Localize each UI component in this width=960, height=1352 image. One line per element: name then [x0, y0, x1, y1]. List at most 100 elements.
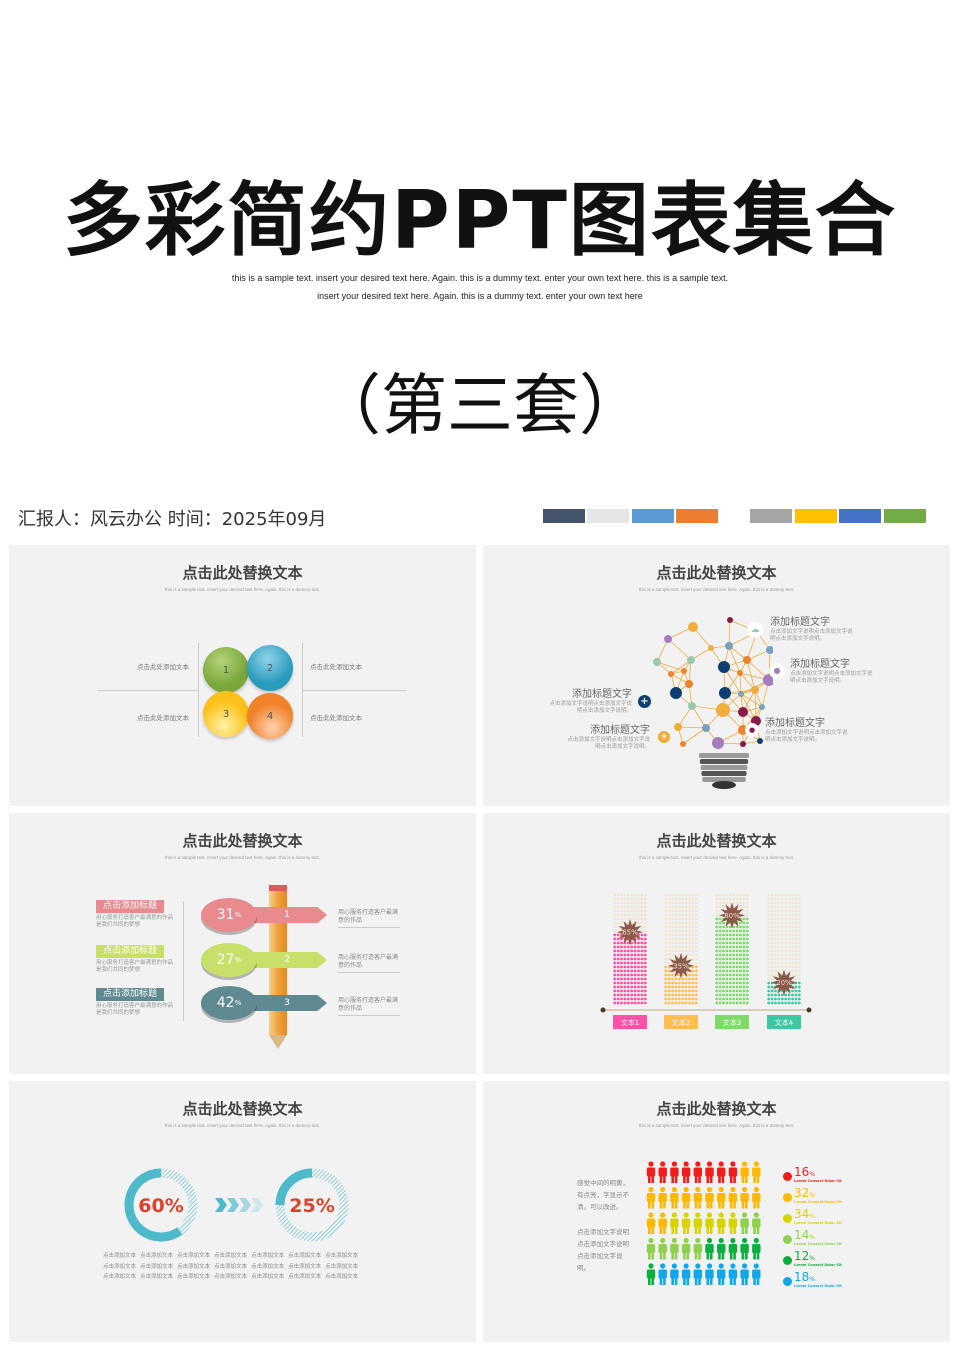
- category-label: 文本1: [621, 1018, 639, 1027]
- network-node: [685, 680, 693, 688]
- legend-dot: [783, 1193, 792, 1202]
- percent-unit: %: [234, 956, 242, 964]
- label-2: 点击此处添加文本: [310, 663, 362, 671]
- person-icon: [681, 1161, 691, 1183]
- placeholder-text: 点击添加文本: [325, 1253, 359, 1259]
- person-icon: [646, 1212, 656, 1234]
- legend-dot: [783, 1214, 792, 1223]
- network-node: [674, 723, 682, 731]
- person-icon: [658, 1161, 667, 1183]
- slide-preview-6[interactable]: 点击此处替换文本 this is a sample text. insert y…: [483, 1081, 950, 1342]
- category-label: 文本4: [775, 1018, 794, 1027]
- value-burst: [617, 919, 643, 946]
- slide-title: 点击此处替换文本: [182, 1100, 303, 1118]
- person-icon: [658, 1186, 667, 1209]
- person-icon: [752, 1212, 761, 1234]
- row-title-box: 点击添加标题: [96, 945, 164, 958]
- slide-title: 点击此处替换文本: [656, 1100, 777, 1118]
- person-icon: [740, 1161, 749, 1183]
- reporter-info: 汇报人：风云办公 时间：2025年09月: [18, 509, 327, 530]
- person-icon: [717, 1212, 726, 1234]
- value-burst: [668, 952, 694, 979]
- donut-1: 60%: [124, 1168, 198, 1242]
- legend-dot: [783, 1277, 792, 1286]
- category-box: [613, 1015, 647, 1029]
- slide-preview-5[interactable]: 点击此处替换文本 this is a sample text. insert y…: [9, 1081, 476, 1342]
- plus-circle-icon: +: [638, 695, 651, 708]
- slide-title: 点击此处替换文本: [656, 564, 777, 582]
- placeholder-text: 点击添加文本: [288, 1253, 322, 1259]
- network-node: [763, 674, 773, 686]
- legend-text: Lorem Consect Dolor Sit: [794, 1179, 842, 1183]
- subtitle-line-2: insert your desired text here. Again. th…: [317, 291, 643, 301]
- network-node: [725, 642, 733, 650]
- placeholder-text: 点击添加文本: [103, 1274, 137, 1280]
- item-desc: 明点击添加文字说明。: [576, 708, 632, 714]
- slide-preview-1[interactable]: 点击此处替换文本 this is a sample text. insert y…: [9, 545, 476, 806]
- slide-subtitle: this is a sample text. insert your desir…: [164, 1123, 321, 1128]
- network-node: [681, 668, 687, 674]
- people-pictogram: [646, 1161, 761, 1285]
- person-icon: [705, 1263, 714, 1285]
- item-title: 添加标题文字: [572, 689, 632, 700]
- cloud-icon: ☁: [747, 622, 763, 638]
- item-desc: 明点击添加文字说明。: [790, 678, 846, 684]
- donut-2: 25%: [275, 1168, 349, 1242]
- percent-value: 31: [216, 907, 235, 923]
- pencil-tip: [269, 1035, 287, 1049]
- person-icon: [693, 1263, 702, 1285]
- segment-3: 3: [203, 691, 249, 737]
- category-box: [715, 1015, 749, 1029]
- row-arrow: 2: [247, 952, 327, 968]
- slide-preview-3[interactable]: 点击此处替换文本 this is a sample text. insert y…: [9, 813, 476, 1074]
- placeholder-text: 点击添加文本: [214, 1263, 248, 1270]
- note-text: 感觉中间的明黄，有点亮，字显示不清。可以改进。: [577, 1179, 629, 1211]
- slide-preview-4[interactable]: 点击此处替换文本 this is a sample text. insert y…: [483, 813, 950, 1074]
- person-icon: [658, 1212, 667, 1234]
- placeholder-text: 点击添加文本: [288, 1263, 322, 1270]
- row-desc: 用心服务打造客户最满意的作品是我们共同的梦想: [96, 1003, 174, 1016]
- item-title: 添加标题文字: [790, 659, 850, 670]
- row-title-box: 点击添加标题: [96, 900, 164, 913]
- person-icon: [681, 1186, 691, 1209]
- legend-text: Lorem Consect Dolor Sit: [794, 1263, 842, 1267]
- person-icon: [693, 1212, 702, 1234]
- person-icon: [740, 1186, 749, 1209]
- donut-charts: 60% 25%: [124, 1168, 349, 1242]
- person-icon: [681, 1237, 691, 1260]
- value-label: 35%: [673, 962, 689, 970]
- network-node: [751, 686, 759, 694]
- person-icon: [681, 1212, 691, 1234]
- person-icon: [752, 1161, 761, 1183]
- person-icon: [717, 1186, 726, 1209]
- network-node: [688, 622, 698, 632]
- person-icon: [670, 1161, 679, 1183]
- palette-swatch: [543, 509, 585, 523]
- network-node: [719, 687, 731, 699]
- palette-swatch: [884, 509, 926, 523]
- person-icon: [728, 1161, 738, 1183]
- placeholder-text: 点击添加文本: [214, 1253, 248, 1259]
- item-desc: 点击添加文字说明点击添加文字说: [790, 671, 873, 677]
- network-node: [687, 656, 695, 664]
- value-burst: [719, 902, 745, 929]
- placeholder-text: 点击添加文本: [325, 1263, 359, 1270]
- category-box: [664, 1015, 698, 1029]
- palette-swatch: [750, 509, 792, 523]
- network-node: [668, 671, 674, 677]
- percent-oval: 31%: [201, 898, 257, 932]
- set-title: （第三套）: [315, 367, 645, 444]
- item-desc: 明点击添加文字说明。: [765, 737, 821, 743]
- slide-preview-2[interactable]: 点击此处替换文本 this is a sample text. insert y…: [483, 545, 950, 806]
- palette-swatch: [795, 509, 837, 523]
- legend-value: 32%: [794, 1186, 815, 1200]
- placeholder-text: 点击添加文本: [103, 1263, 137, 1270]
- person-icon: [740, 1263, 749, 1285]
- person-icon: [728, 1186, 738, 1209]
- chevron-right-icon: [227, 1198, 239, 1212]
- bar-2: [664, 893, 698, 1005]
- percent-oval: 27%: [201, 943, 257, 977]
- slide-subtitle: this is a sample text. insert your desir…: [164, 587, 321, 592]
- person-icon: [646, 1161, 656, 1183]
